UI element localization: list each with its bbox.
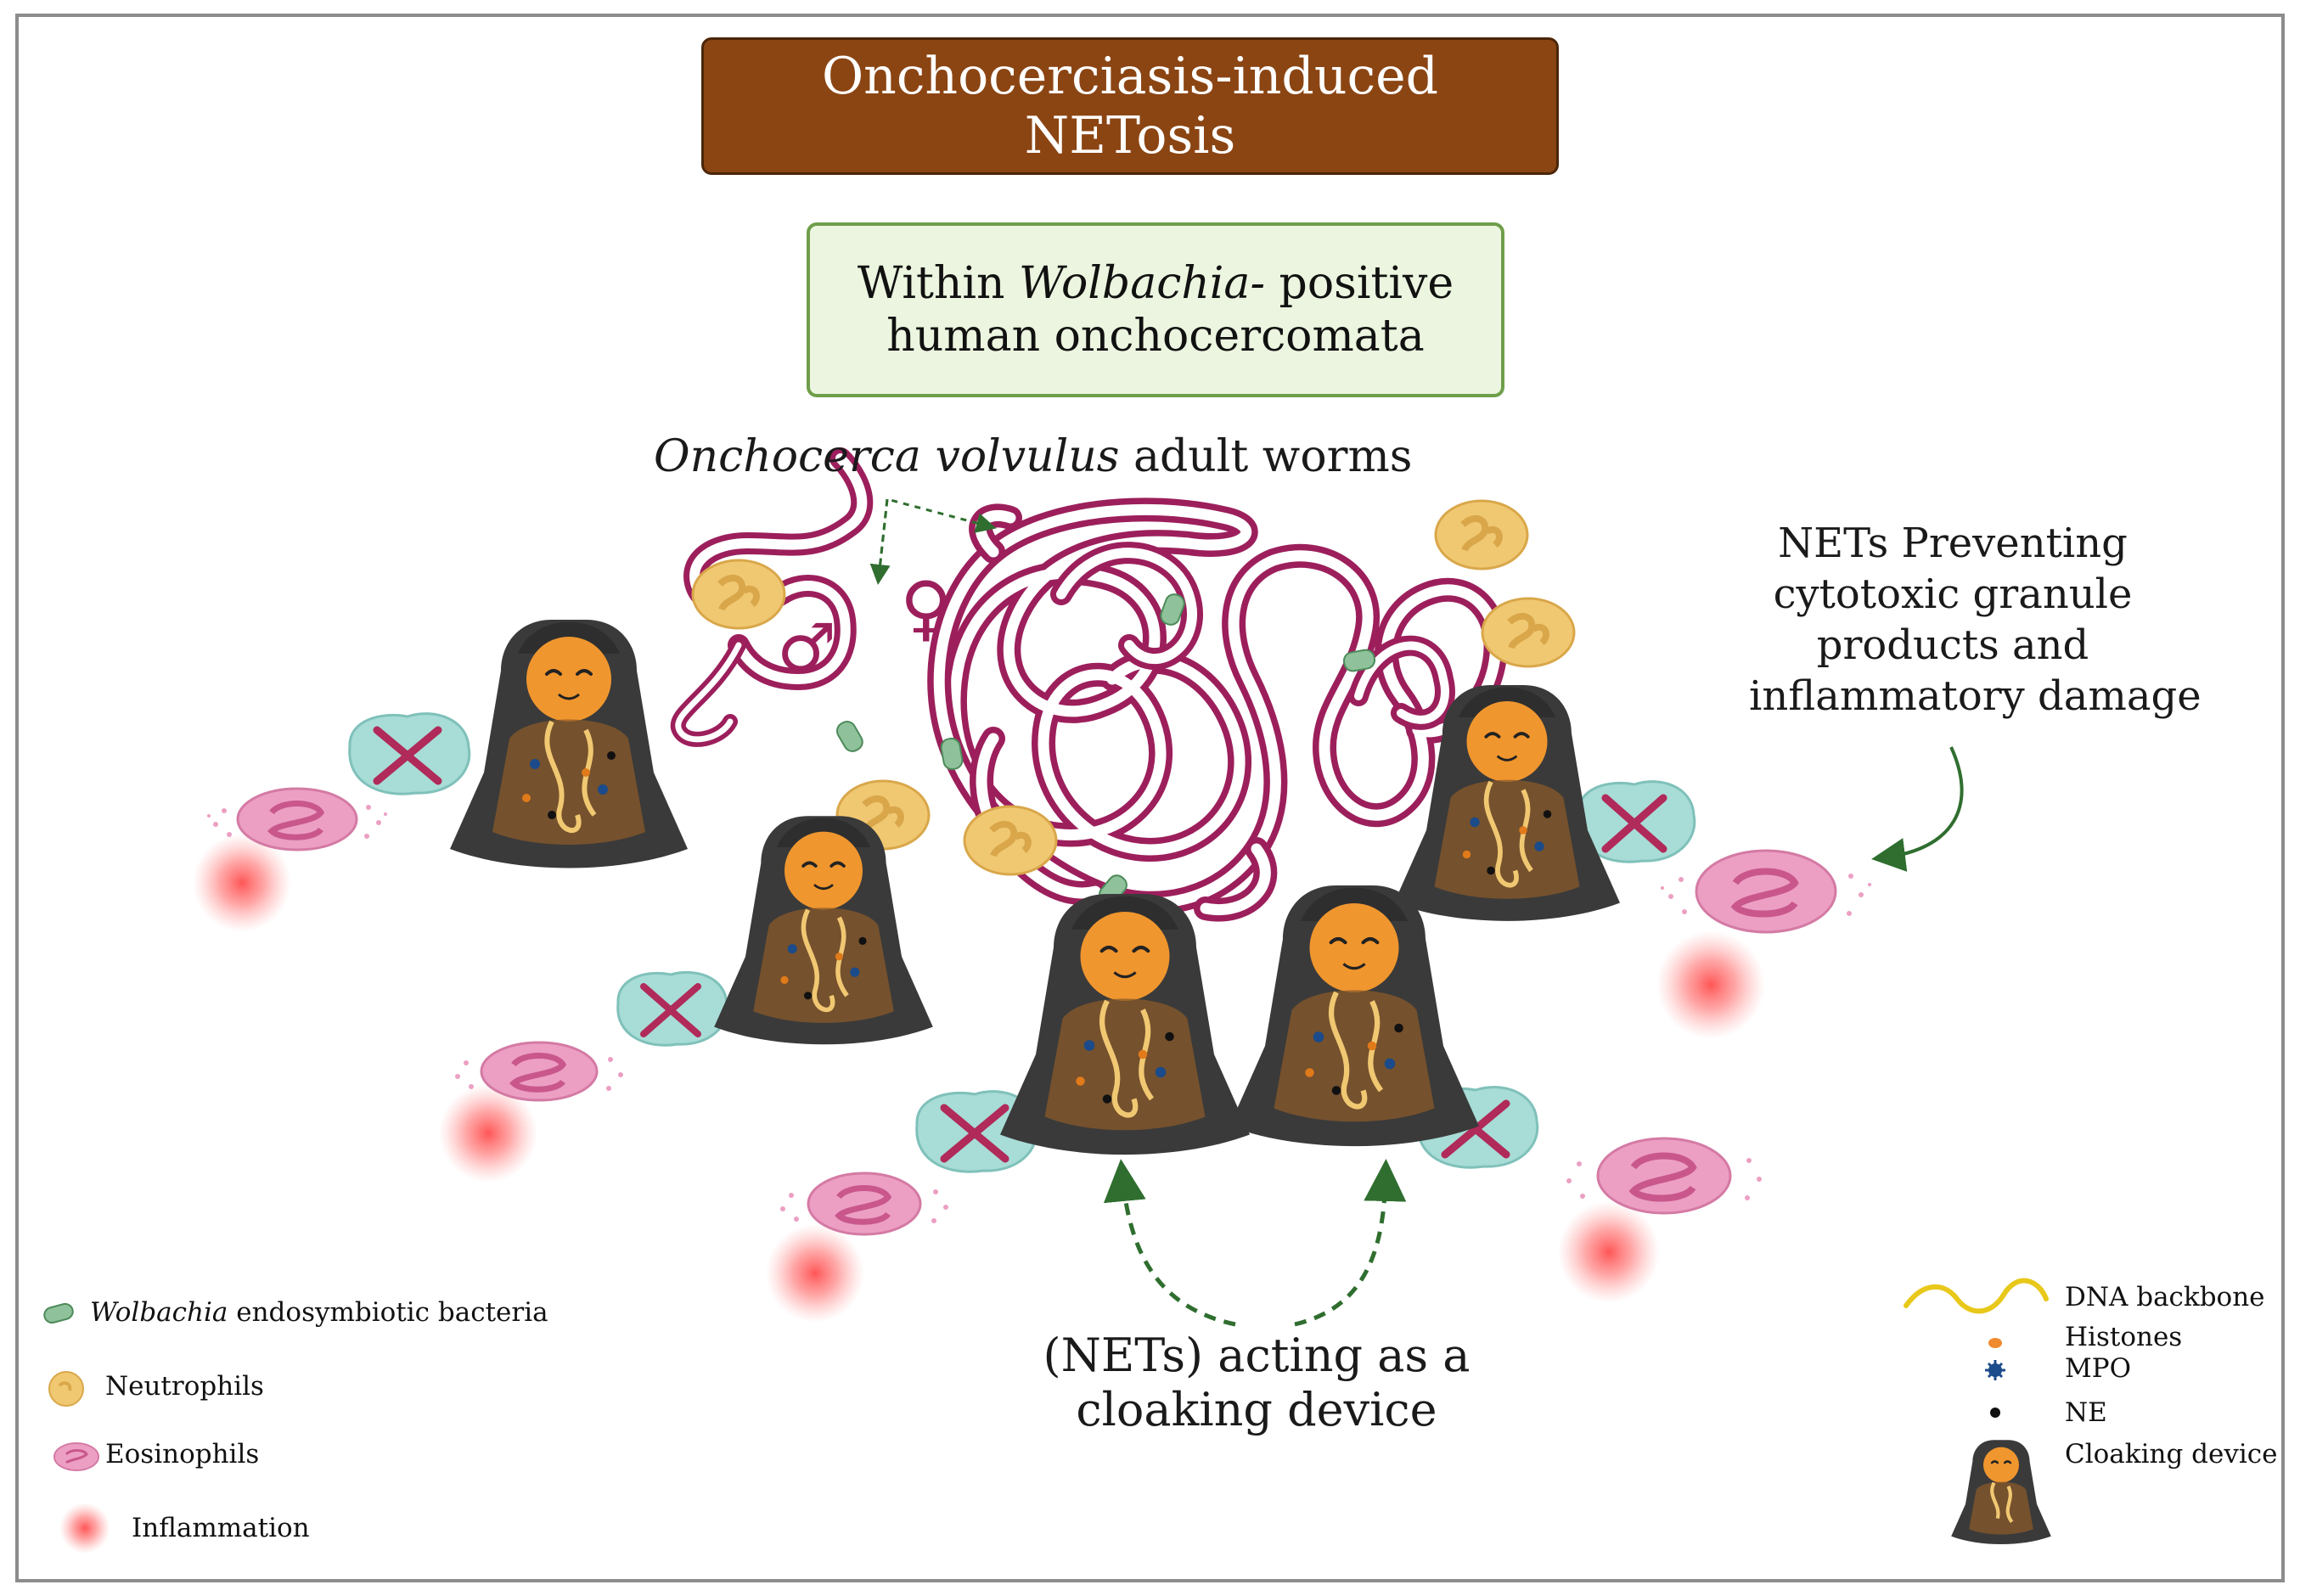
mpo-icon <box>1985 1360 2005 1380</box>
legend-inflammation: Inflammation <box>132 1513 310 1543</box>
inflammation <box>193 834 291 932</box>
nets-preventing-line-4: inflammatory damage <box>1749 672 2202 720</box>
subtitle-line-1-plain: Within <box>857 258 1020 309</box>
nets-preventing-label: NETs Preventing cytotoxic granule produc… <box>1749 518 2202 722</box>
inflammation <box>1558 1201 1660 1303</box>
inflammation <box>1656 930 1765 1039</box>
subtitle-box: Within Wolbachia- positive human onchoce… <box>807 222 1504 397</box>
neutrophil <box>963 805 1058 876</box>
neutrophil <box>1481 597 1576 668</box>
title-line-2: NETosis <box>1024 106 1236 166</box>
ne-icon <box>1990 1408 2000 1418</box>
legend-histones: Histones <box>2065 1322 2183 1352</box>
legend-left-icons <box>43 1302 110 1554</box>
subtitle-line-2: human onchocercomata <box>886 311 1425 362</box>
cloaking-arrows <box>1103 1159 1407 1327</box>
title-box: Onchocerciasis-induced NETosis <box>701 37 1559 175</box>
worms-label: Onchocerca volvulus adult worms <box>654 431 1412 482</box>
legend-mpo: MPO <box>2065 1353 2132 1384</box>
eosinophil <box>1661 849 1871 934</box>
eosinophil <box>780 1172 948 1236</box>
subtitle-line-1-rest: positive <box>1265 258 1454 309</box>
cloaking-label-line-1: (NETs) acting as a <box>1043 1329 1471 1382</box>
legend-wolbachia-italic: Wolbachia <box>90 1297 228 1328</box>
cloaked-neutrophil <box>1229 885 1479 1147</box>
blocked-granule-cell <box>616 970 728 1047</box>
eosinophil-legend-icon <box>53 1442 99 1471</box>
dna-backbone-icon <box>1904 1278 2049 1314</box>
worms-label-rest: adult worms <box>1119 431 1413 482</box>
legend-eosinophils: Eosinophils <box>105 1439 260 1470</box>
neutrophil <box>691 559 786 630</box>
cloaked-neutrophil <box>1000 894 1250 1155</box>
inflammation <box>766 1224 864 1323</box>
histones-icon <box>1988 1338 2002 1348</box>
eosinophil <box>207 787 387 851</box>
nets-preventing-line-2: cytotoxic granule <box>1773 570 2133 618</box>
figure-frame <box>15 14 2285 1582</box>
cloaking-label-line-2: cloaking device <box>1076 1383 1437 1436</box>
nets-preventing-line-1: NETs Preventing <box>1778 520 2128 567</box>
eosinophil <box>1566 1137 1762 1215</box>
legend-neutrophils: Neutrophils <box>105 1371 264 1402</box>
cloaked-neutrophils <box>450 620 1620 1155</box>
legend-wolbachia: Wolbachia endosymbiotic bacteria <box>90 1297 548 1328</box>
male-symbol: ♂ <box>777 610 836 687</box>
female-symbol: ♀ <box>900 566 953 649</box>
title-line-1: Onchocerciasis-induced <box>821 47 1438 106</box>
eosinophil <box>455 1041 623 1102</box>
worms-pointer <box>869 497 997 585</box>
legend-cloaking-device: Cloaking device <box>2065 1439 2278 1470</box>
eosinophils <box>207 787 1871 1236</box>
neutrophil <box>1434 499 1529 570</box>
nets-preventing-line-3: products and <box>1816 621 2089 669</box>
worms-label-italic: Onchocerca volvulus <box>654 431 1120 482</box>
legend-wolbachia-rest: endosymbiotic bacteria <box>228 1297 548 1328</box>
cloaking-device-icon <box>1951 1440 2051 1545</box>
legend-right-icons <box>1904 1278 2051 1545</box>
subtitle-line-1: Within Wolbachia- positive <box>858 257 1454 310</box>
inflammation <box>439 1084 537 1183</box>
blocked-granule-cell <box>915 1090 1038 1173</box>
legend-ne: NE <box>2065 1397 2107 1428</box>
neutrophil-legend-icon <box>48 1371 84 1407</box>
blocked-granule-cell <box>1577 780 1696 863</box>
inflammation-legend-icon <box>59 1503 110 1554</box>
subtitle-line-1-italic: Wolbachia- <box>1019 258 1266 309</box>
cloaked-neutrophil <box>450 620 688 868</box>
cloaking-label: (NETs) acting as a cloaking device <box>1036 1329 1477 1437</box>
wolbachia-legend-icon <box>43 1302 74 1324</box>
inflammation-spots <box>193 834 1765 1323</box>
blocked-granule-cell <box>348 712 471 795</box>
cloaked-neutrophil <box>714 816 933 1045</box>
nets-preventing-arrow <box>1871 746 1964 872</box>
legend-dna-backbone: DNA backbone <box>2065 1282 2265 1312</box>
cloaked-neutrophil <box>1394 685 1620 921</box>
onchocerca-worms <box>670 447 1508 922</box>
